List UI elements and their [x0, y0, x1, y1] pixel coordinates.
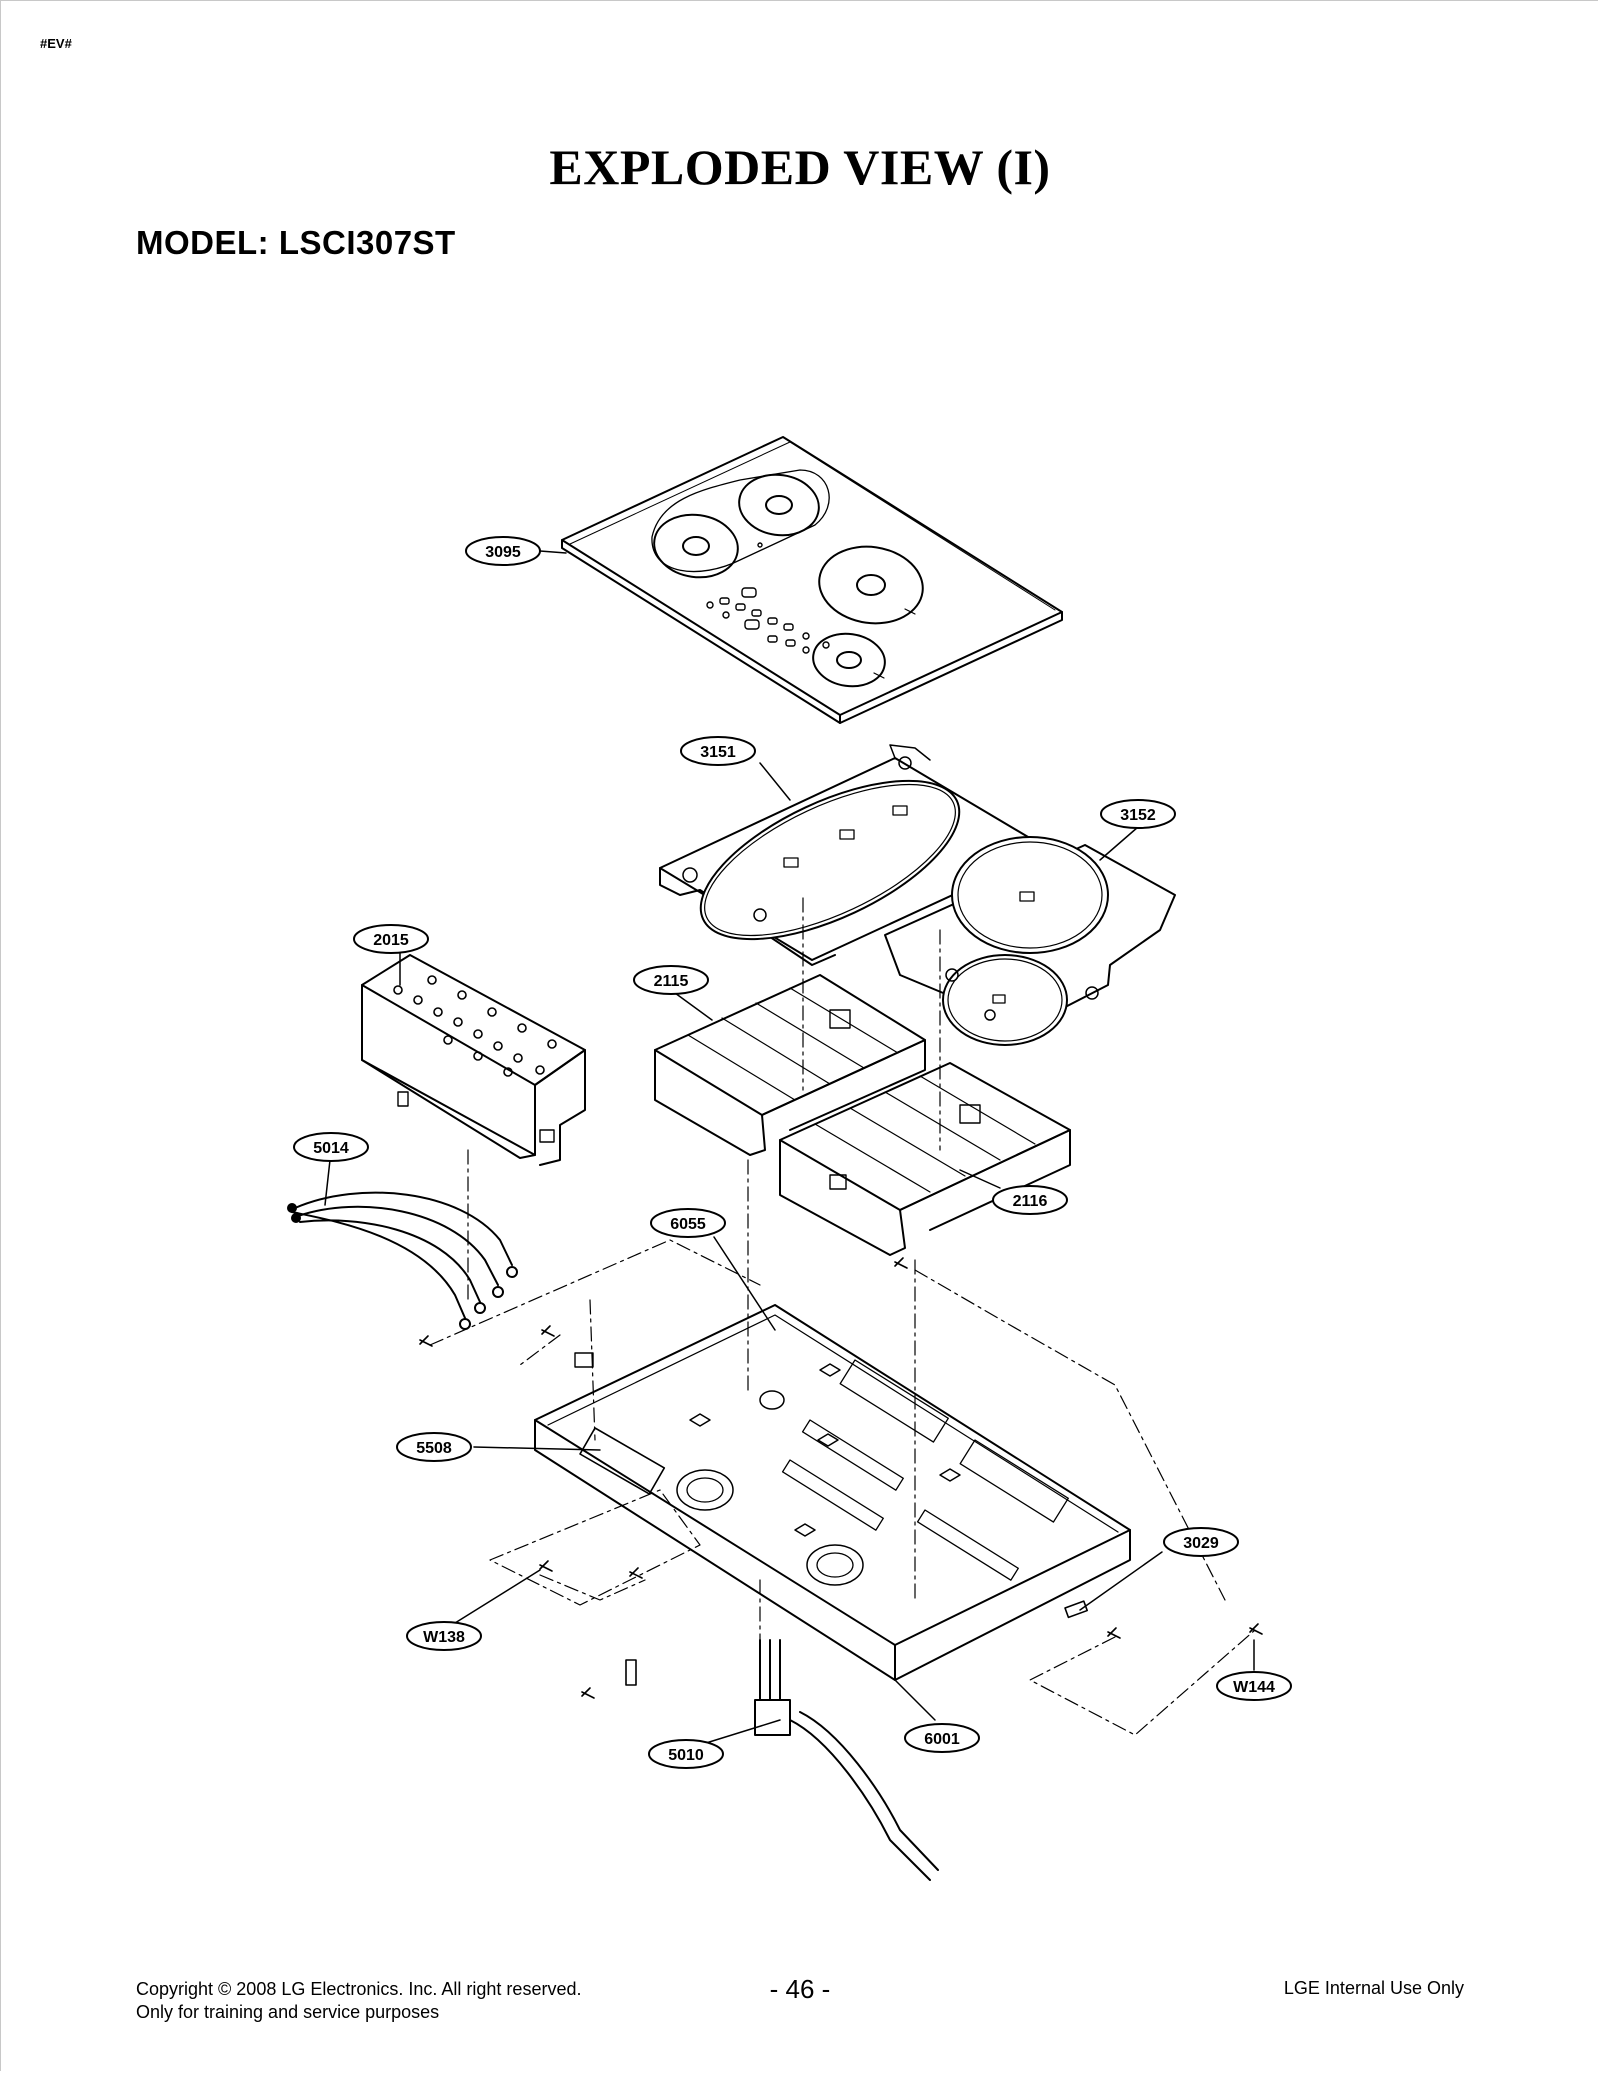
screws [419, 1257, 1263, 1699]
callout-6055: 6055 [650, 1208, 726, 1238]
power-board-2115 [654, 974, 926, 1156]
callout-label: 3152 [1120, 807, 1156, 824]
cooktop-glass-3095 [561, 436, 1063, 724]
internal-use-note: LGE Internal Use Only [1283, 1978, 1464, 1998]
base-pan-6001 [534, 1304, 1131, 1681]
purpose-line: Only for training and service purposes [136, 2002, 440, 2022]
page-marker: #EV# [40, 36, 72, 51]
callout-label: 2115 [654, 973, 689, 990]
callout-label: 6001 [924, 1731, 960, 1748]
coil-plate-3151 [659, 744, 1051, 966]
wire-harness-5014 [287, 1191, 518, 1330]
callout-5014: 5014 [293, 1132, 369, 1162]
callout-2015: 2015 [353, 924, 429, 954]
callout-W144: W144 [1216, 1671, 1292, 1701]
callout-3029: 3029 [1163, 1527, 1239, 1557]
callouts: 3095 3151 3152 2015 2115 5014 2116 6055 [293, 536, 1292, 1769]
callout-label: 5508 [416, 1440, 452, 1457]
control-unit-2015 [361, 954, 586, 1166]
page-title: EXPLODED VIEW (I) [549, 139, 1051, 195]
callout-label: 3095 [485, 544, 521, 561]
callout-2116: 2116 [992, 1185, 1068, 1215]
callout-label: 5010 [668, 1747, 704, 1764]
power-cord-5010 [754, 1639, 939, 1881]
callout-label: 2015 [373, 932, 409, 949]
callout-3095: 3095 [465, 536, 541, 566]
callout-label: 2116 [1013, 1193, 1048, 1210]
callout-label: 3029 [1183, 1535, 1219, 1552]
power-board-2116 [779, 1062, 1071, 1256]
footer-copyright: Copyright © 2008 LG Electronics. Inc. Al… [136, 1978, 581, 2024]
page-number: - 46 - [769, 1974, 831, 2004]
callout-3152: 3152 [1100, 799, 1176, 829]
callout-5508: 5508 [396, 1432, 472, 1462]
callout-label: 3151 [700, 744, 736, 761]
callout-W138: W138 [406, 1621, 482, 1651]
callout-3151: 3151 [680, 736, 756, 766]
callout-label: W138 [423, 1629, 465, 1646]
callout-6001: 6001 [904, 1723, 980, 1753]
callout-label: 6055 [670, 1216, 706, 1233]
callout-label: W144 [1233, 1679, 1275, 1696]
callout-5010: 5010 [648, 1739, 724, 1769]
callout-2115: 2115 [633, 965, 709, 995]
copyright-line: Copyright © 2008 LG Electronics. Inc. Al… [136, 1979, 582, 1999]
model-label: MODEL: LSCI307ST [136, 224, 456, 261]
callout-label: 5014 [313, 1140, 349, 1157]
coil-plate-3152 [884, 836, 1176, 1046]
